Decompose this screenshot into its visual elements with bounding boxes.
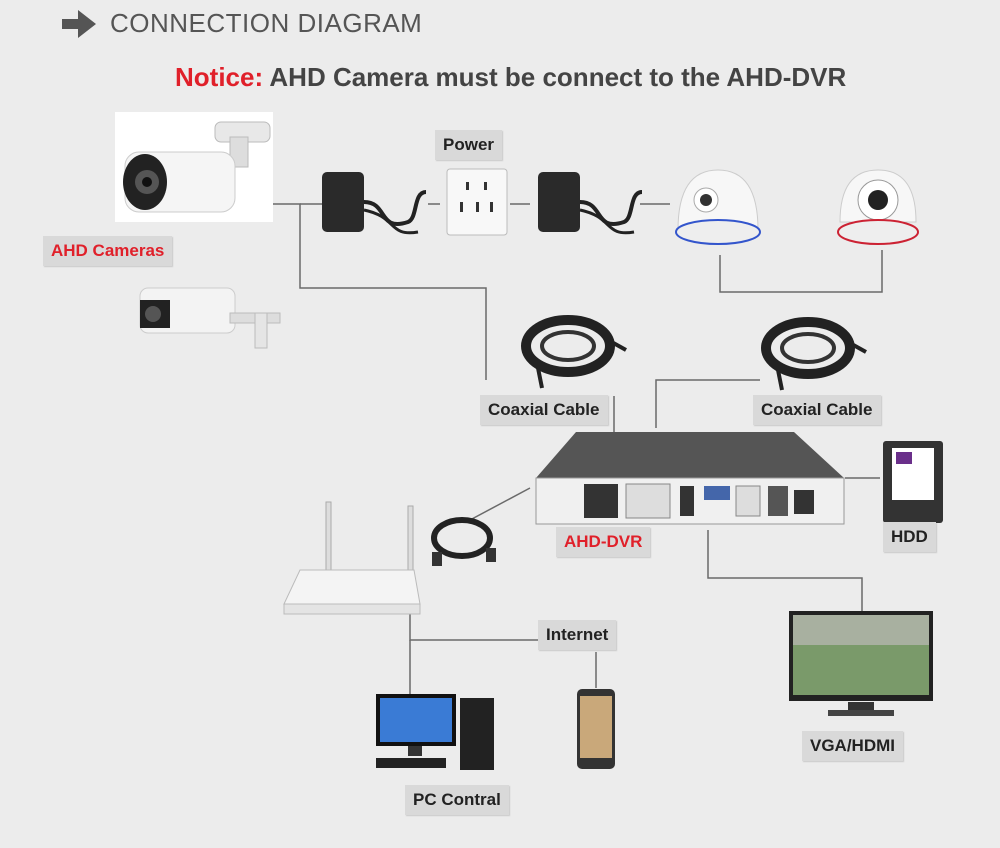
pc-icon bbox=[372, 692, 498, 774]
coaxial-cable-label-right: Coaxial Cable bbox=[753, 395, 881, 425]
internet-label: Internet bbox=[538, 620, 617, 650]
bullet-camera-icon bbox=[115, 112, 273, 222]
smartphone-icon bbox=[576, 688, 616, 770]
dome-camera-icon bbox=[668, 160, 768, 255]
notice-prefix: Notice: bbox=[175, 62, 264, 92]
arrow-right-icon bbox=[62, 9, 96, 38]
power-adapter-icon bbox=[534, 162, 646, 244]
hdd-icon bbox=[882, 440, 944, 524]
dvr-icon bbox=[532, 430, 850, 530]
ahd-dvr-label: AHD-DVR bbox=[556, 527, 651, 557]
coaxial-cable-label-left: Coaxial Cable bbox=[480, 395, 608, 425]
pc-control-label: PC Contral bbox=[405, 785, 509, 815]
hdd-label: HDD bbox=[883, 522, 936, 552]
monitor-icon bbox=[788, 610, 934, 720]
vga-hdmi-label: VGA/HDMI bbox=[802, 731, 903, 761]
notice-text: AHD Camera must be connect to the AHD-DV… bbox=[269, 62, 847, 92]
notice: Notice: AHD Camera must be connect to th… bbox=[175, 62, 846, 93]
power-label: Power bbox=[435, 130, 503, 160]
bullet-camera-icon bbox=[135, 278, 285, 358]
power-socket-icon bbox=[446, 168, 508, 236]
dome-camera-icon bbox=[832, 162, 924, 257]
ethernet-cable-icon bbox=[428, 512, 500, 568]
power-adapter-icon bbox=[318, 162, 430, 244]
diagram-title: CONNECTION DIAGRAM bbox=[110, 8, 423, 38]
cable-coil-icon bbox=[760, 312, 870, 392]
cable-coil-icon bbox=[520, 310, 630, 390]
ahd-cameras-label: AHD Cameras bbox=[43, 236, 173, 266]
router-icon bbox=[280, 500, 428, 620]
diagram-header: CONNECTION DIAGRAM bbox=[62, 8, 422, 39]
